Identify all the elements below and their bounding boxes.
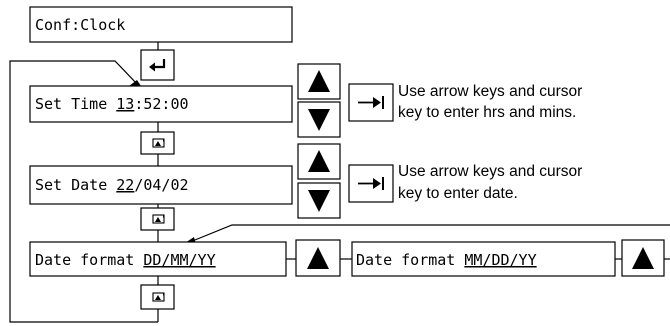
set-date-screen: Set Date 22/04/02 [29,165,293,205]
enter-key[interactable] [140,49,175,81]
time-down-arrow-key[interactable] [297,101,341,138]
date-up-arrow-key[interactable] [297,143,341,180]
date-down-arrow-key[interactable] [297,182,341,219]
set-time-label: Set Time [35,95,116,113]
date-format-1-value: DD/MM/YY [143,251,215,269]
date-format-mm-dd-yy-screen: Date format MM/DD/YY [351,241,616,277]
connector-lines [9,42,670,323]
set-date-remainder: /04/02 [134,176,188,194]
set-time-remainder: :52:00 [134,95,188,113]
set-time-hours-field: 13 [116,95,134,113]
set-date-day-field: 22 [116,176,134,194]
date-format-1-label: Date format [35,251,143,269]
date-instructions: Use arrow keys and cursor key to enter d… [398,163,582,202]
conf-clock-screen: Conf:Clock [29,6,293,43]
date-note-line-1: Use arrow keys and cursor [398,163,582,180]
date-format-2-value: MM/DD/YY [464,251,536,269]
date-format-1-text: Date format DD/MM/YY [35,251,216,269]
set-date-label: Set Date [35,176,116,194]
date-note-line-2: key to enter date. [398,185,518,202]
date-format-2-label: Date format [356,251,464,269]
time-up-arrow-key[interactable] [297,63,341,100]
date-format-2-text: Date format MM/DD/YY [356,251,537,269]
page-key[interactable] [140,284,175,310]
format-up-arrow-key[interactable] [295,239,341,277]
time-instructions: Use arrow keys and cursor key to enter h… [398,83,582,121]
date-cursor-key[interactable] [348,164,394,203]
date-format-dd-mm-yy-screen: Date format DD/MM/YY [29,241,287,277]
format-up-arrow-key-2[interactable] [621,239,665,277]
conf-clock-text: Conf:Clock [35,16,125,34]
set-date-text: Set Date 22/04/02 [35,176,189,194]
time-note-line-2: key to enter hrs and mins. [398,104,576,121]
time-cursor-key[interactable] [348,83,394,122]
time-note-line-1: Use arrow keys and cursor [398,83,582,100]
set-time-text: Set Time 13:52:00 [35,95,189,113]
page-key[interactable] [140,131,175,155]
page-key[interactable] [140,207,175,231]
set-time-screen: Set Time 13:52:00 [29,85,293,123]
